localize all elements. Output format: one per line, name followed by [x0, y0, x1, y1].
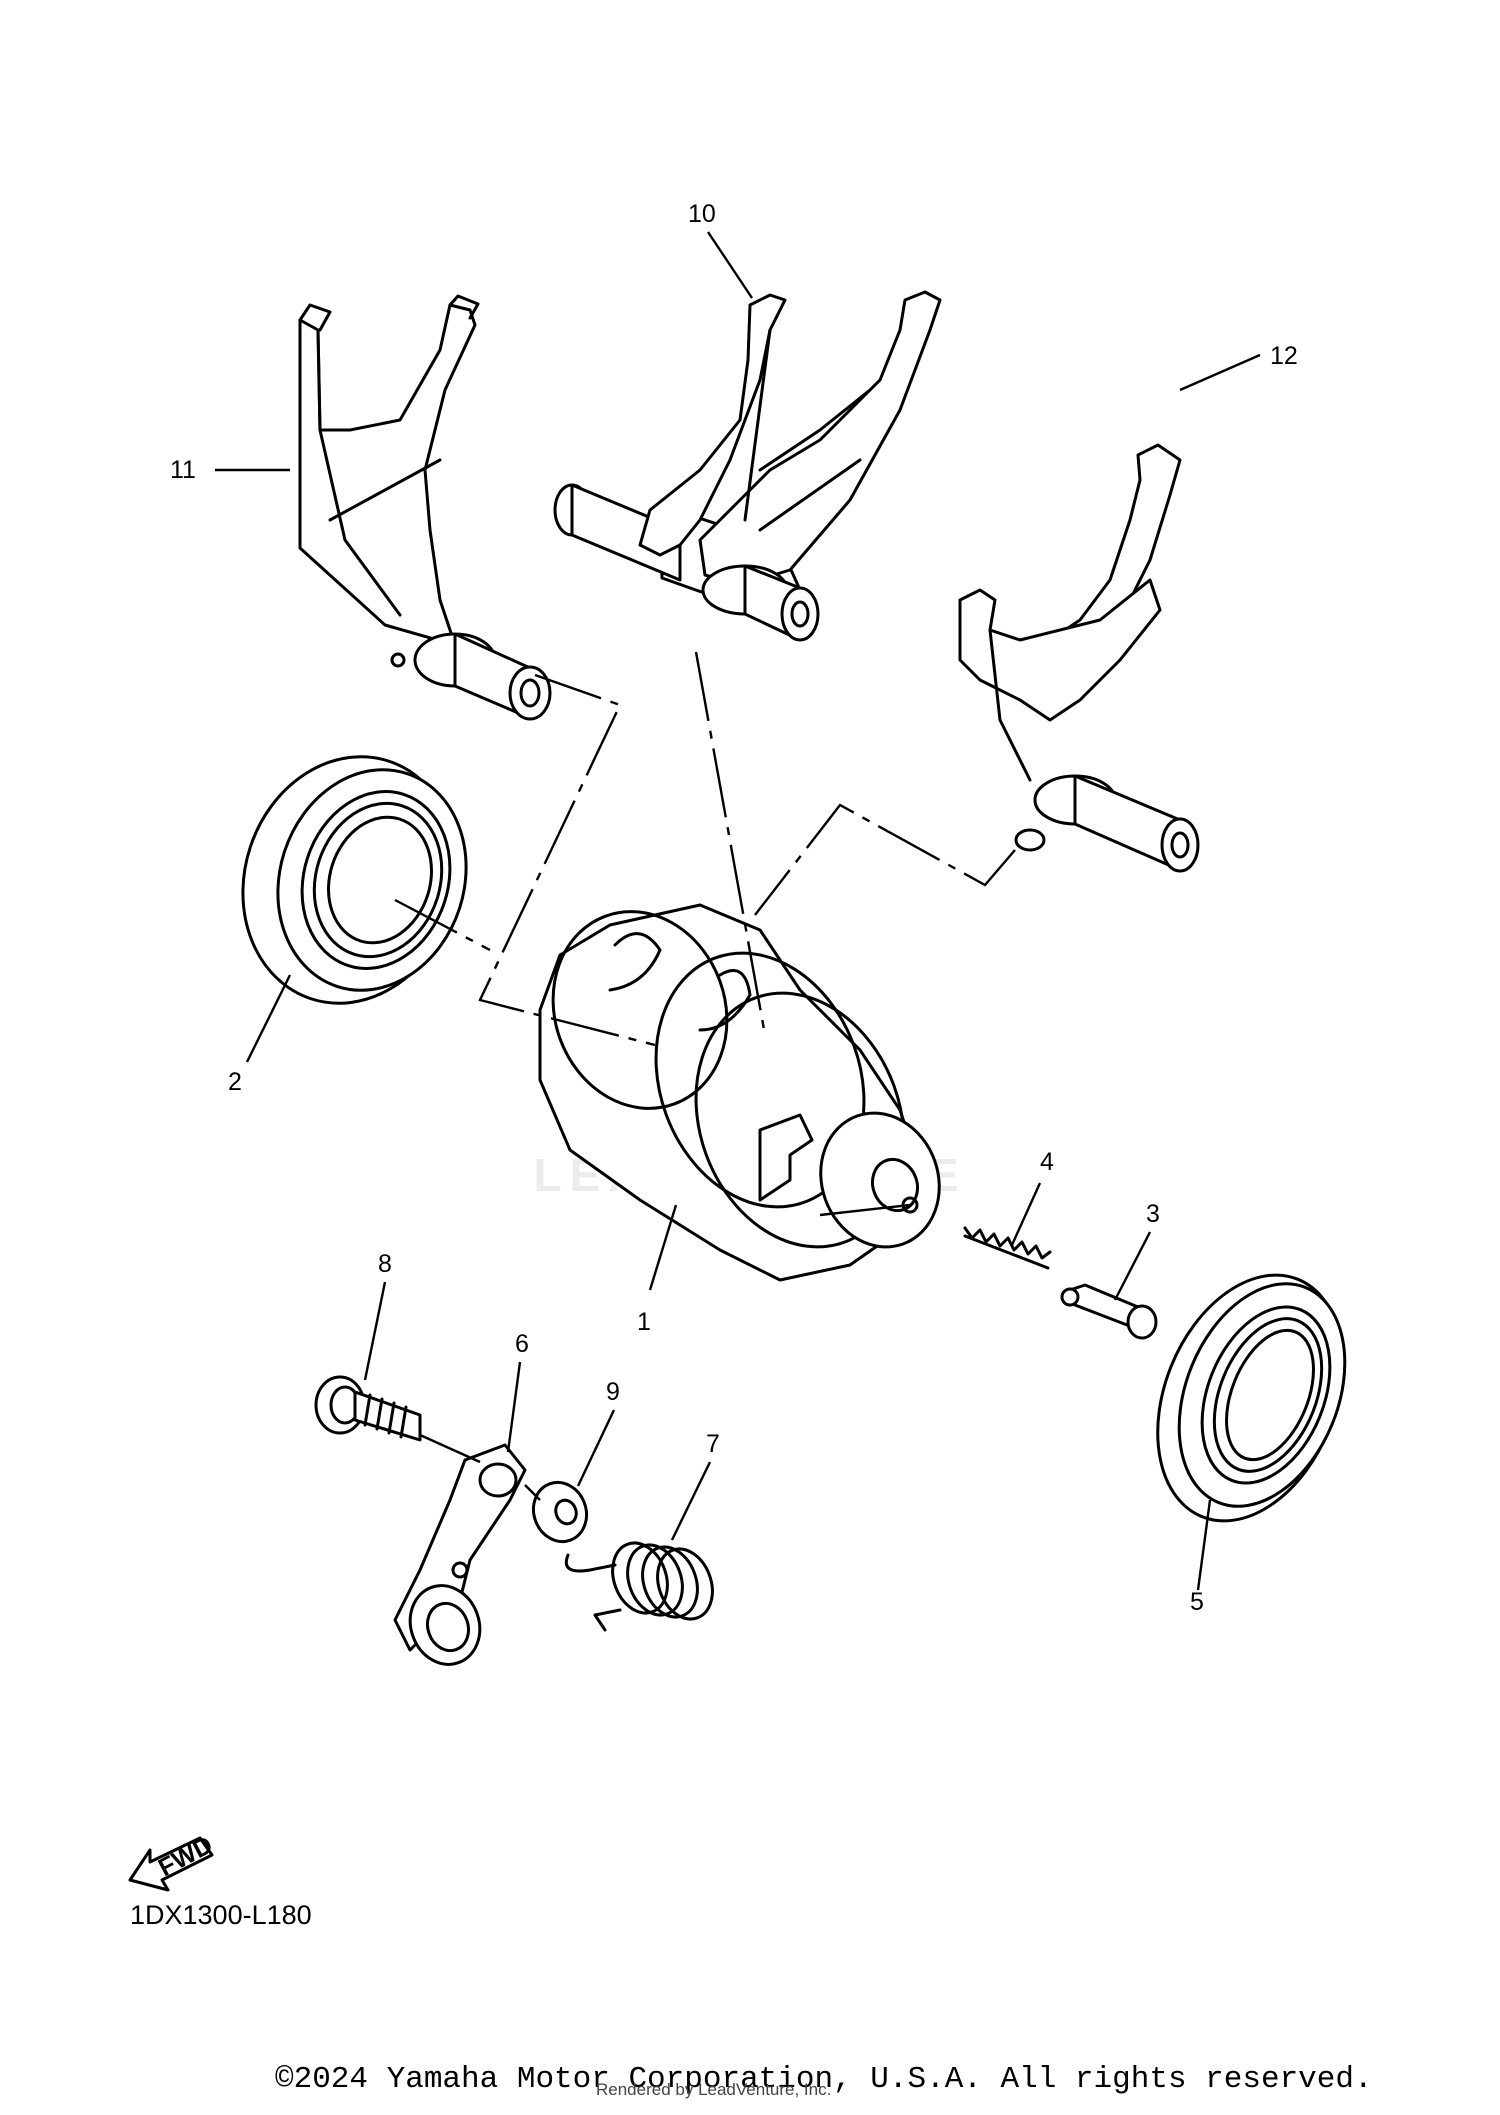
callout-7: 7 [706, 1430, 720, 1458]
diagram-code: 1DX1300-L180 [130, 1900, 312, 1930]
callout-2: 2 [228, 1068, 242, 1096]
callout-10: 10 [688, 200, 716, 228]
part-1-shift-drum[interactable] [526, 887, 958, 1282]
leader-lines [215, 231, 1261, 1591]
callout-5: 5 [1190, 1588, 1204, 1616]
part-10-shift-fork-center[interactable] [553, 290, 942, 642]
assembly-lines [394, 651, 1016, 1047]
part-5-bearing-right[interactable] [1123, 1247, 1377, 1548]
part-2-bearing-left[interactable] [212, 729, 495, 1032]
callout-9: 9 [606, 1378, 620, 1406]
callout-4: 4 [1040, 1148, 1054, 1176]
copyright-notice: ©2024 Yamaha Motor Corporation, U.S.A. A… [275, 2062, 1373, 2097]
callout-12: 12 [1270, 342, 1298, 370]
fwd-label: FWD [154, 1831, 217, 1882]
callout-1: 1 [637, 1308, 651, 1336]
part-12-shift-fork-right[interactable] [958, 443, 1200, 873]
part-6-stopper-lever[interactable] [393, 1443, 527, 1674]
callout-6: 6 [515, 1330, 529, 1358]
rendered-by-notice: Rendered by LeadVenture, Inc. [596, 2080, 832, 2099]
callout-numbers: 11 10 12 2 1 4 3 5 8 6 9 7 [170, 200, 1298, 1616]
callout-8: 8 [378, 1250, 392, 1278]
part-4-spring[interactable] [963, 1226, 1052, 1270]
callout-3: 3 [1146, 1200, 1160, 1228]
part-11-shift-fork-left[interactable] [298, 294, 552, 721]
part-8-bolt[interactable] [314, 1375, 422, 1442]
fwd-arrow-icon: FWD [128, 1831, 217, 1892]
part-9-washer[interactable] [525, 1475, 594, 1549]
part-7-torsion-spring[interactable] [564, 1535, 721, 1632]
part-3-pin[interactable] [1060, 1283, 1158, 1340]
callout-11: 11 [170, 456, 196, 484]
